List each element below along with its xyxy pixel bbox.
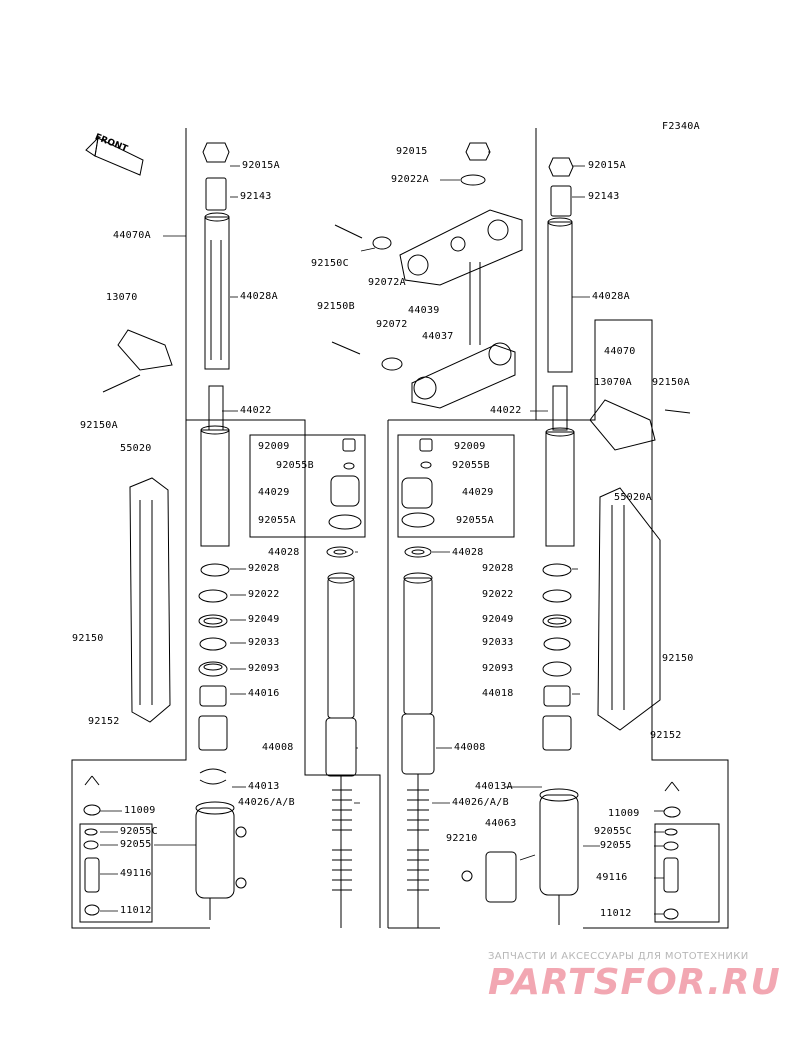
label-92055B-left: 92055B bbox=[276, 460, 314, 471]
label-44013A: 44013A bbox=[475, 781, 513, 792]
label-92009-left: 92009 bbox=[258, 441, 290, 452]
label-44016: 44016 bbox=[248, 688, 280, 699]
axle-clamps bbox=[102, 329, 691, 451]
left-inner-tube bbox=[325, 546, 357, 928]
label-92015A-right: 92015A bbox=[588, 160, 626, 171]
label-44008-left: 44008 bbox=[262, 742, 294, 753]
label-44029-left: 44029 bbox=[258, 487, 290, 498]
triple-clamps bbox=[331, 142, 523, 409]
label-11009-right: 11009 bbox=[608, 808, 640, 819]
label-44037: 44037 bbox=[422, 331, 454, 342]
label-92028-left: 92028 bbox=[248, 563, 280, 574]
label-44070: 44070 bbox=[604, 346, 636, 357]
label-92055C-left: 92055C bbox=[120, 826, 158, 837]
label-92072: 92072 bbox=[376, 319, 408, 330]
front-arrow bbox=[85, 136, 144, 176]
label-92049-left: 92049 bbox=[248, 614, 280, 625]
label-44028-right: 44028 bbox=[452, 547, 484, 558]
label-92022A: 92022A bbox=[391, 174, 429, 185]
label-92055A-left: 92055A bbox=[258, 515, 296, 526]
label-92022-right: 92022 bbox=[482, 589, 514, 600]
watermark-caption: ЗАПЧАСТИ И АКСЕССУАРЫ ДЛЯ МОТОТЕХНИКИ bbox=[488, 951, 749, 962]
label-92150A-right: 92150A bbox=[652, 377, 690, 388]
label-92055B-right: 92055B bbox=[452, 460, 490, 471]
label-44028A-left: 44028A bbox=[240, 291, 278, 302]
label-44039: 44039 bbox=[408, 305, 440, 316]
label-55020: 55020 bbox=[120, 443, 152, 454]
label-49116-right: 49116 bbox=[596, 872, 628, 883]
label-92143-right: 92143 bbox=[588, 191, 620, 202]
label-44013: 44013 bbox=[248, 781, 280, 792]
label-92150C: 92150C bbox=[311, 258, 349, 269]
label-92150B: 92150B bbox=[317, 301, 355, 312]
label-44029-right: 44029 bbox=[462, 487, 494, 498]
label-92033-right: 92033 bbox=[482, 637, 514, 648]
label-44063: 44063 bbox=[485, 818, 517, 829]
label-92009-right: 92009 bbox=[454, 441, 486, 452]
label-44028A-right: 44028A bbox=[592, 291, 630, 302]
label-92055A-right: 92055A bbox=[456, 515, 494, 526]
label-92022-left: 92022 bbox=[248, 589, 280, 600]
label-55020A: 55020A bbox=[614, 492, 652, 503]
label-92093-right: 92093 bbox=[482, 663, 514, 674]
label-92015: 92015 bbox=[396, 146, 428, 157]
label-92093-left: 92093 bbox=[248, 663, 280, 674]
label-11012-right: 11012 bbox=[600, 908, 632, 919]
fork-guards bbox=[129, 477, 661, 731]
label-44022-left: 44022 bbox=[240, 405, 272, 416]
label-92210: 92210 bbox=[446, 833, 478, 844]
label-92150-left: 92150 bbox=[72, 633, 104, 644]
label-92152-left: 92152 bbox=[88, 716, 120, 727]
label-92055C-right: 92055C bbox=[594, 826, 632, 837]
label-92143-left: 92143 bbox=[240, 191, 272, 202]
left-fork-parts bbox=[195, 142, 247, 920]
label-11012-left: 11012 bbox=[120, 905, 152, 916]
label-44008-right: 44008 bbox=[454, 742, 486, 753]
label-92072A: 92072A bbox=[368, 277, 406, 288]
label-92033-left: 92033 bbox=[248, 637, 280, 648]
label-92055-right: 92055 bbox=[600, 840, 632, 851]
label-44026-left: 44026/A/B bbox=[238, 797, 295, 808]
label-92150A-left: 92150A bbox=[80, 420, 118, 431]
label-13070A: 13070A bbox=[594, 377, 632, 388]
bottom-small-parts bbox=[83, 775, 681, 920]
label-13070: 13070 bbox=[106, 292, 138, 303]
label-44028-left: 44028 bbox=[268, 547, 300, 558]
label-44026-right: 44026/A/B bbox=[452, 797, 509, 808]
leader-lines bbox=[100, 151, 664, 915]
label-92028-right: 92028 bbox=[482, 563, 514, 574]
watermark-brand: PARTSFOR.RU bbox=[488, 962, 781, 1003]
label-92152-right: 92152 bbox=[650, 730, 682, 741]
label-44022-right: 44022 bbox=[490, 405, 522, 416]
right-inner-tube bbox=[401, 546, 435, 928]
label-92150-right: 92150 bbox=[662, 653, 694, 664]
label-92015A-left: 92015A bbox=[242, 160, 280, 171]
label-44018: 44018 bbox=[482, 688, 514, 699]
figure-code: F2340A bbox=[662, 121, 700, 132]
label-49116-left: 49116 bbox=[120, 868, 152, 879]
label-11009-left: 11009 bbox=[124, 805, 156, 816]
label-92055-left: 92055 bbox=[120, 839, 152, 850]
label-44070A: 44070A bbox=[113, 230, 151, 241]
right-fork-parts bbox=[461, 157, 579, 925]
label-92049-right: 92049 bbox=[482, 614, 514, 625]
cap-assemblies bbox=[328, 438, 435, 530]
frame-lines bbox=[71, 128, 729, 929]
